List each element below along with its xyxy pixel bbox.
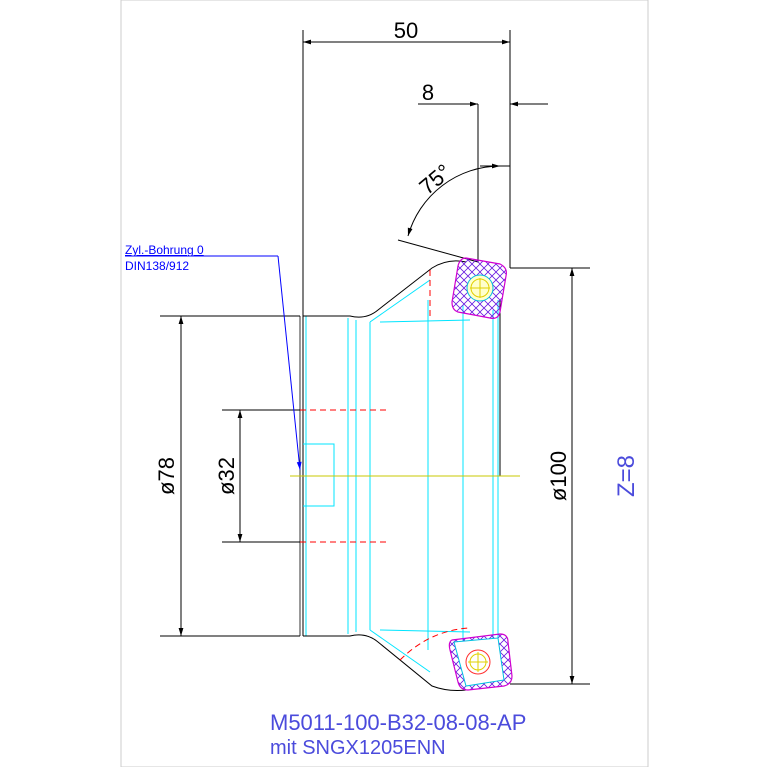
teeth-count: Z=8 (613, 455, 640, 497)
bore-leader (125, 255, 302, 471)
drawing-frame (120, 0, 649, 767)
dim-overall-length: 50 (394, 18, 418, 43)
bore-note-line1: Zyl.-Bohrung 0 (125, 243, 204, 257)
bottom-insert (448, 633, 513, 691)
dim-diameter-100: ø100 (546, 451, 571, 501)
insert-spec: mit SNGX1205ENN (270, 737, 446, 759)
dimension-lines (160, 30, 590, 685)
dim-lead-angle: 75° (414, 159, 456, 200)
part-number: M5011-100-B32-08-08-AP (270, 710, 526, 735)
dim-insert-step: 8 (422, 80, 434, 105)
dim-diameter-78: ø78 (154, 457, 179, 495)
dim-diameter-32: ø32 (214, 457, 239, 495)
tool-body-lines (305, 279, 499, 673)
bore-note-line2: DIN138/912 (125, 259, 189, 273)
top-insert (451, 257, 507, 319)
hidden-lines (300, 270, 471, 661)
tool-outline (299, 104, 511, 691)
